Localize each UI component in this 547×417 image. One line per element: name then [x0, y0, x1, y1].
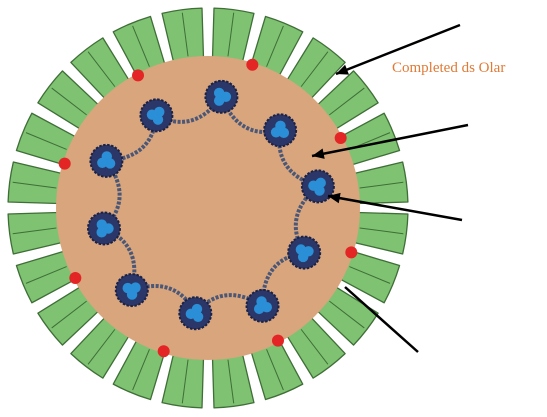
- completed-ds-olar-label: Completed ds Olar: [392, 60, 505, 77]
- red-dot: [335, 132, 347, 144]
- red-dot: [132, 69, 144, 81]
- nucleosome-lobe: [127, 289, 137, 299]
- red-dot: [69, 272, 81, 284]
- nucleosome: [205, 81, 237, 113]
- nucleosome-lobe: [147, 109, 157, 119]
- nucleosome: [247, 290, 279, 322]
- nucleosome-lobe: [97, 158, 107, 168]
- nucleosome: [88, 212, 120, 244]
- nucleosome: [140, 99, 172, 131]
- nucleosome-lobe: [303, 246, 313, 256]
- nucleosome: [302, 170, 334, 202]
- nucleosome: [179, 297, 211, 329]
- nucleosome-lobe: [316, 178, 326, 188]
- nucleosome-lobe: [275, 121, 285, 131]
- nucleosome: [264, 114, 296, 146]
- nucleosome-lobe: [96, 227, 106, 237]
- nucleosome-lobe: [214, 88, 224, 98]
- red-dot: [246, 59, 258, 71]
- red-dot: [59, 158, 71, 170]
- nucleosome: [288, 237, 320, 269]
- red-dot: [345, 246, 357, 258]
- nucleosome-lobe: [193, 312, 203, 322]
- nucleosome-lobe: [262, 302, 272, 312]
- red-dot: [158, 345, 170, 357]
- red-dot: [272, 335, 284, 347]
- nucleosome: [116, 274, 148, 306]
- nucleosome: [90, 145, 122, 177]
